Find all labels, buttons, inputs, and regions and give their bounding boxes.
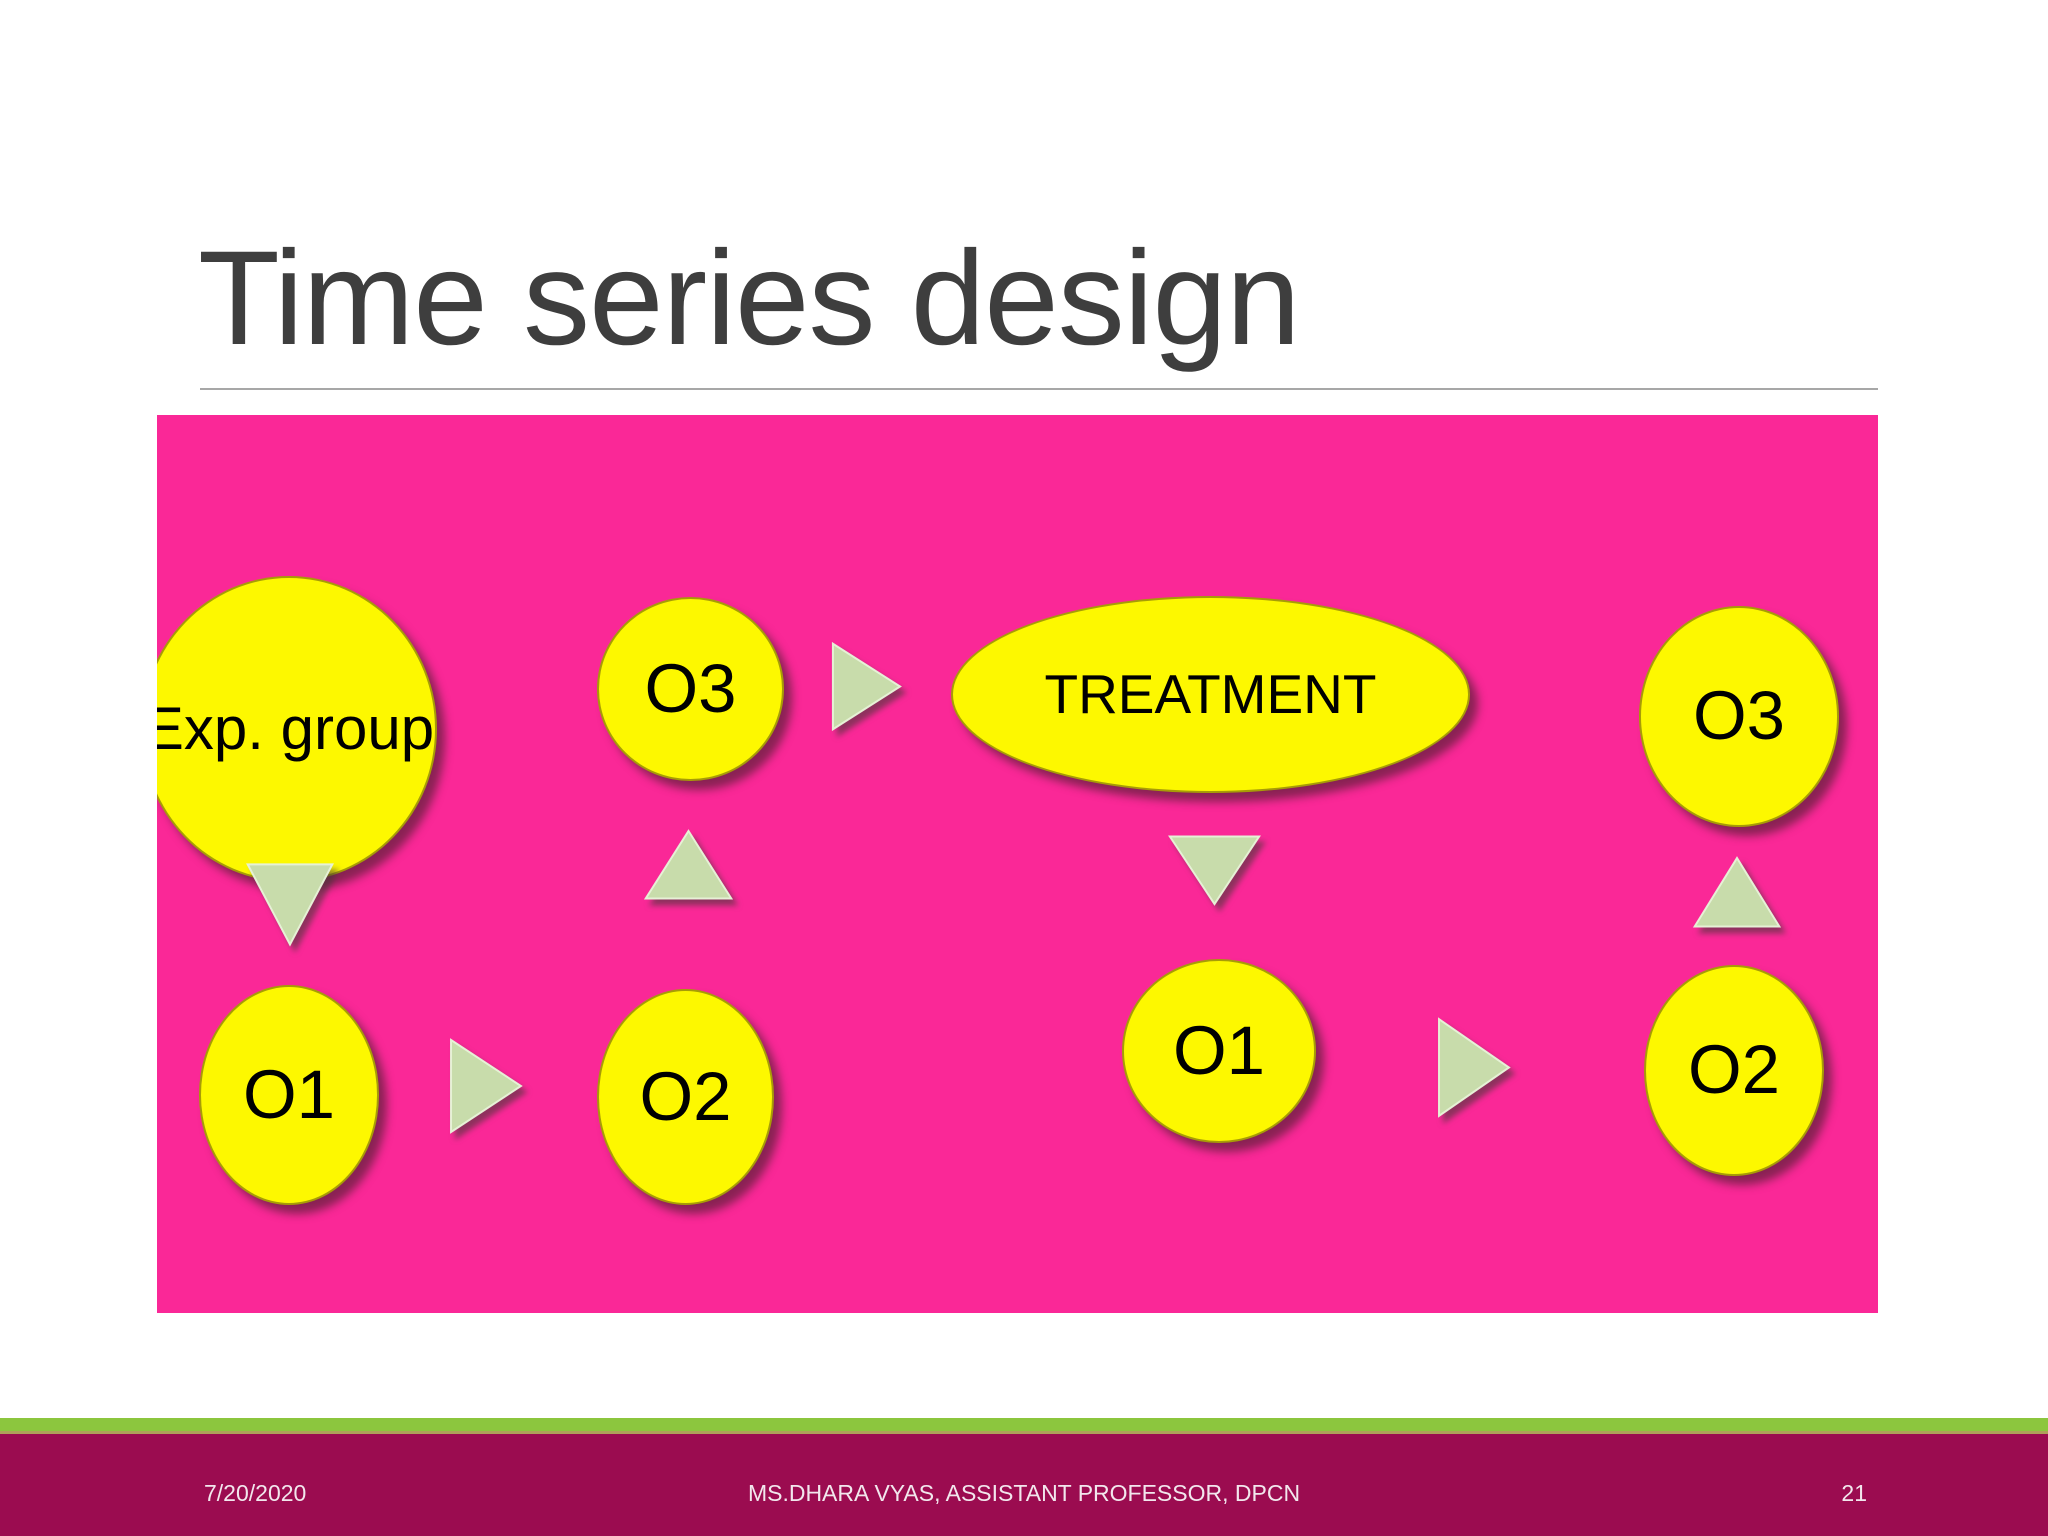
- node-label: O3: [644, 649, 737, 727]
- triangle-right-icon: [448, 1036, 524, 1136]
- footer-credit: MS.DHARA VYAS, ASSISTANT PROFESSOR, DPCN: [747, 1480, 1301, 1506]
- node-label: O2: [1687, 1031, 1781, 1109]
- triangle-up-icon: [1691, 855, 1783, 931]
- title-underline: [200, 388, 1878, 390]
- diagram-panel: Exp. group O3 TREATMENT O3 O1 O2 O1 O2: [157, 415, 1878, 1313]
- node-o3-left: O3: [597, 597, 784, 781]
- node-label: O2: [639, 1057, 732, 1135]
- triangle-right-icon: [830, 640, 903, 733]
- node-o2-left: O2: [597, 989, 774, 1205]
- node-o2-right: O2: [1644, 965, 1824, 1176]
- page-title: Time series design: [198, 224, 1301, 373]
- node-treatment: TREATMENT: [951, 596, 1470, 793]
- node-label: Exp. group: [157, 694, 435, 762]
- footer-page-number: 21: [1841, 1480, 1867, 1506]
- node-label: O1: [1172, 1011, 1266, 1089]
- triangle-down-icon: [244, 859, 336, 948]
- node-exp-group: Exp. group: [157, 576, 437, 882]
- node-o1-left: O1: [199, 985, 379, 1205]
- node-o1-center: O1: [1122, 959, 1316, 1143]
- node-label: O1: [242, 1055, 336, 1133]
- footer-accent-bar: [0, 1418, 2048, 1434]
- node-label: O3: [1692, 677, 1786, 755]
- triangle-down-icon: [1166, 832, 1263, 907]
- footer-date: 7/20/2020: [204, 1480, 307, 1506]
- triangle-right-icon: [1436, 1015, 1512, 1120]
- triangle-up-icon: [642, 828, 735, 903]
- footer-bar: 7/20/2020 MS.DHARA VYAS, ASSISTANT PROFE…: [0, 1434, 2048, 1536]
- node-o3-right: O3: [1639, 606, 1839, 827]
- node-label: TREATMENT: [1044, 662, 1377, 725]
